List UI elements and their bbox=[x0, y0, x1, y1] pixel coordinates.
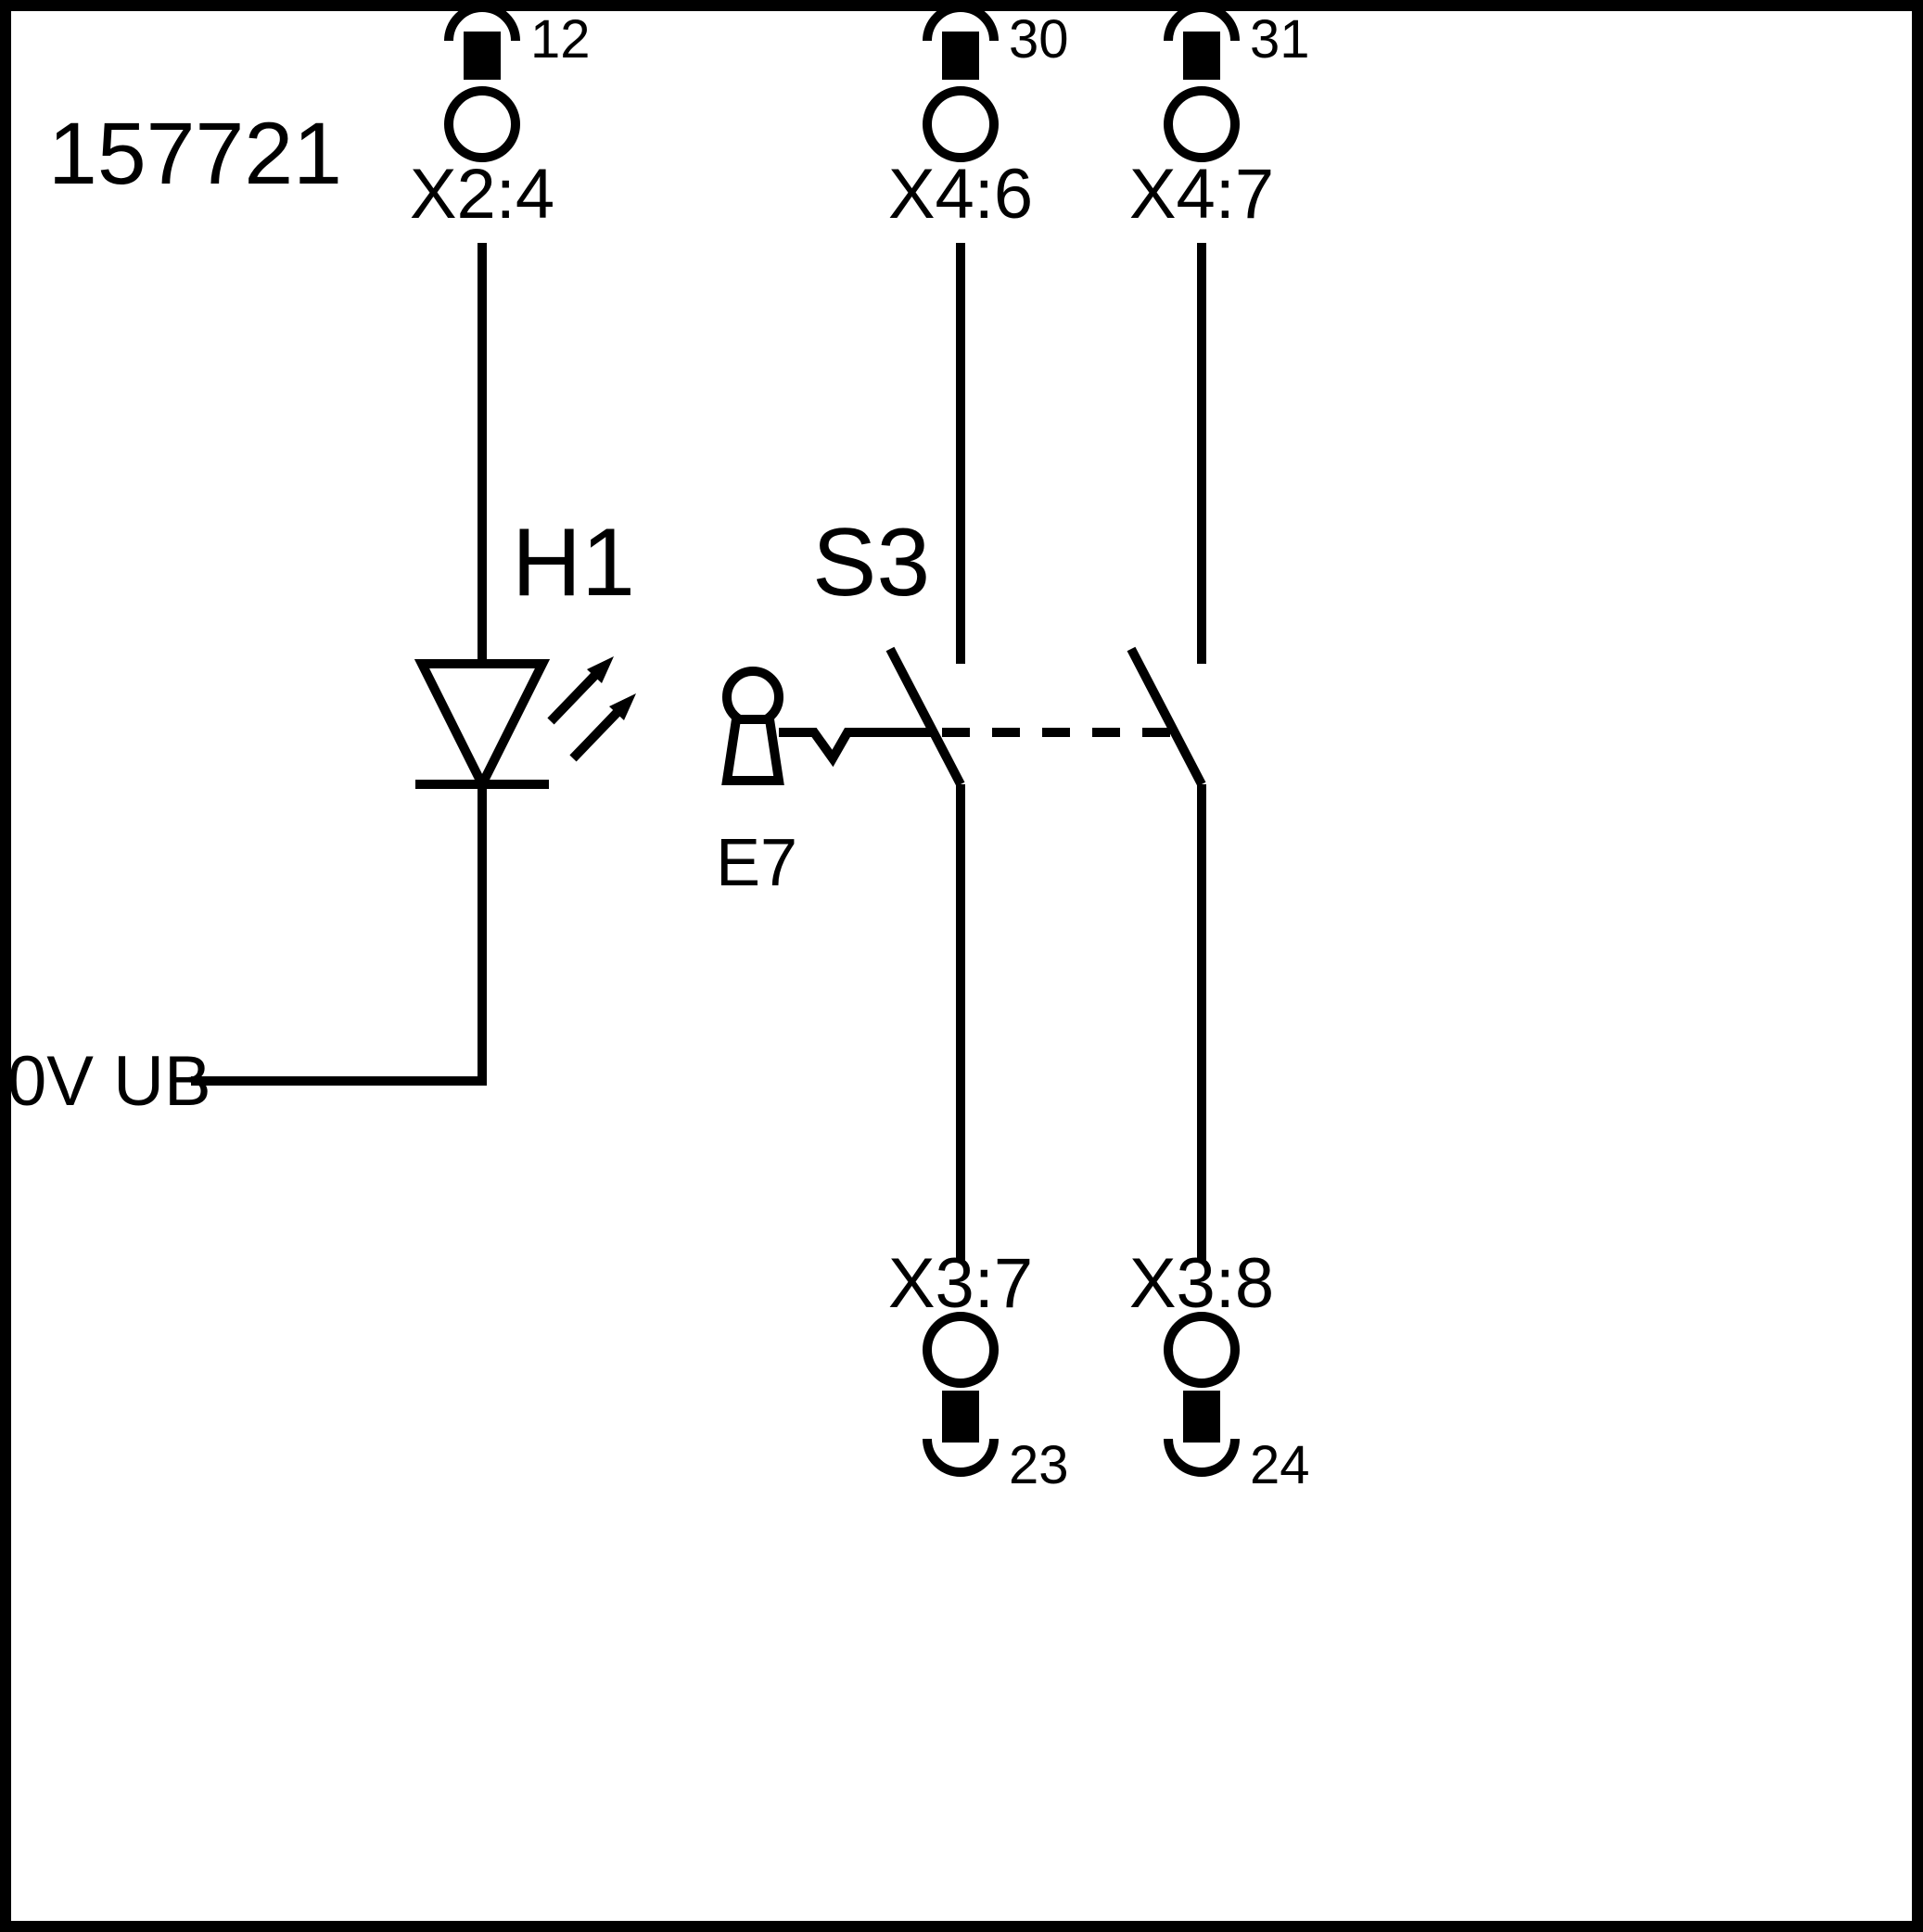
switch-blade bbox=[1127, 646, 1206, 787]
terminal-pin-number: 30 bbox=[1009, 9, 1069, 70]
supply-label: 0V UB bbox=[7, 1042, 211, 1121]
switch-contact-1 bbox=[885, 243, 965, 1263]
led-reference: H1 bbox=[512, 509, 635, 616]
key-reference: E7 bbox=[716, 826, 797, 900]
arrow-shaft bbox=[547, 669, 601, 725]
terminal-bottom-x3-8: X3:8 24 bbox=[1129, 1244, 1310, 1495]
terminal-pin-number: 24 bbox=[1250, 1435, 1310, 1495]
terminal-pin-number: 31 bbox=[1250, 9, 1310, 70]
connector-socket-circle bbox=[923, 1312, 999, 1388]
connector-socket-circle bbox=[1164, 86, 1240, 162]
arrow-shaft bbox=[569, 706, 623, 762]
connector-arc bbox=[923, 1438, 999, 1477]
switch-reference: S3 bbox=[812, 509, 930, 616]
connector-pin-rect bbox=[1183, 32, 1220, 80]
led-triangle bbox=[414, 659, 551, 795]
terminal-label: X3:7 bbox=[888, 1244, 1033, 1323]
connector-socket-circle bbox=[1164, 1312, 1240, 1388]
switch-contact-2 bbox=[1127, 243, 1206, 1263]
connector-arc bbox=[444, 3, 520, 42]
connector-arc bbox=[923, 3, 999, 42]
connector-pin-rect bbox=[942, 32, 979, 80]
connector-socket-circle bbox=[444, 86, 520, 162]
terminal-pin-number: 23 bbox=[1009, 1435, 1069, 1495]
supply-rail: 0V UB bbox=[7, 1042, 487, 1121]
arrow-head bbox=[587, 656, 614, 683]
terminal-top-x4-6: 30 X4:6 bbox=[888, 3, 1069, 234]
connector-arc bbox=[1164, 1438, 1240, 1477]
terminal-top-x4-7: 31 X4:7 bbox=[1129, 3, 1310, 234]
terminal-label: X3:8 bbox=[1129, 1244, 1274, 1323]
terminal-bottom-x3-7: X3:7 23 bbox=[888, 1244, 1069, 1495]
led-light-arrow bbox=[547, 656, 614, 725]
connector-socket-circle bbox=[923, 86, 999, 162]
arrow-head bbox=[609, 693, 636, 720]
led-branch: H1 bbox=[414, 243, 636, 1081]
terminal-label: X2:4 bbox=[410, 155, 554, 234]
terminal-label: X4:7 bbox=[1129, 155, 1274, 234]
connector-pin-rect bbox=[1183, 1391, 1220, 1443]
terminal-pin-number: 12 bbox=[530, 9, 591, 70]
key-switch-actuator-e7: E7 bbox=[716, 667, 931, 900]
switch-blade bbox=[885, 646, 965, 787]
drawing-number: 157721 bbox=[48, 105, 342, 203]
actuator-link bbox=[779, 728, 931, 768]
connector-arc bbox=[1164, 3, 1240, 42]
key-body bbox=[721, 715, 784, 785]
led-light-arrow bbox=[569, 693, 636, 762]
terminal-top-x2-4: 12 X2:4 bbox=[410, 3, 591, 234]
connector-pin-rect bbox=[464, 32, 501, 80]
connector-pin-rect bbox=[942, 1391, 979, 1443]
terminal-label: X4:6 bbox=[888, 155, 1033, 234]
